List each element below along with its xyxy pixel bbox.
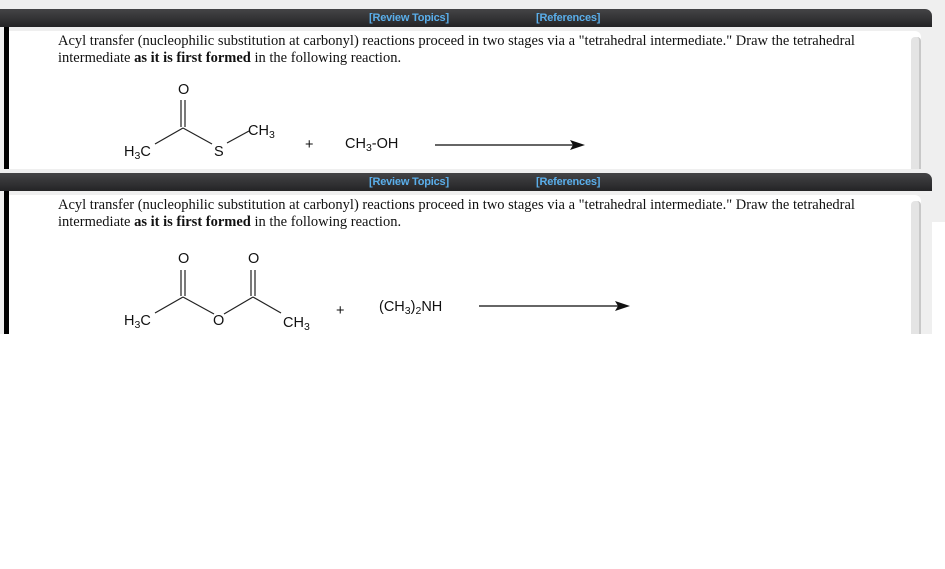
references-link[interactable]: [References] — [536, 176, 601, 188]
review-topics-link[interactable]: [Review Topics] — [369, 12, 449, 24]
arrow-head-icon — [615, 301, 630, 311]
question-text: Acyl transfer (nucleophilic substitution… — [58, 197, 855, 230]
panel-body: Acyl transfer (nucleophilic substitution… — [0, 27, 932, 169]
plus-sign: + — [336, 303, 345, 319]
emphasis-text: as it is first formed — [134, 50, 251, 66]
panel-header: [Review Topics] [References] — [0, 173, 932, 191]
sulfur-atom: S — [214, 144, 224, 160]
dimethylamine-reagent: (CH3)2NH — [379, 299, 443, 317]
panel-header: [Review Topics] [References] — [0, 9, 932, 27]
methyl-group-right: CH3 — [248, 123, 275, 141]
left-accent-bar — [4, 191, 9, 334]
arrow-head-icon — [570, 140, 585, 150]
methyl-group-left: H3C — [124, 144, 151, 162]
thioester-structure — [154, 100, 585, 150]
scrollbar[interactable] — [911, 37, 921, 169]
carbonyl-oxygen-right: O — [248, 251, 260, 267]
methanol-reagent: CH3-OH — [345, 136, 399, 154]
bridging-oxygen: O — [213, 313, 225, 329]
methyl-group-left: H3C — [124, 313, 151, 331]
left-accent-bar — [4, 27, 9, 169]
question-content: Acyl transfer (nucleophilic substitution… — [9, 195, 921, 334]
panel-body: Acyl transfer (nucleophilic substitution… — [0, 191, 932, 334]
methyl-group-right: CH3 — [283, 315, 310, 333]
question-content: Acyl transfer (nucleophilic substitution… — [9, 31, 921, 169]
carbonyl-oxygen: O — [178, 82, 190, 98]
review-topics-link[interactable]: [Review Topics] — [369, 176, 449, 188]
plus-sign: + — [305, 137, 314, 153]
anhydride-structure — [154, 270, 630, 315]
carbonyl-oxygen-left: O — [178, 251, 190, 267]
question-panel-2: [Review Topics] [References] Acyl transf… — [0, 173, 932, 334]
question-text: Acyl transfer (nucleophilic substitution… — [58, 33, 855, 66]
scrollbar[interactable] — [911, 201, 921, 334]
references-link[interactable]: [References] — [536, 12, 601, 24]
emphasis-text: as it is first formed — [134, 214, 251, 230]
question-panel-1: [Review Topics] [References] Acyl transf… — [0, 9, 932, 169]
